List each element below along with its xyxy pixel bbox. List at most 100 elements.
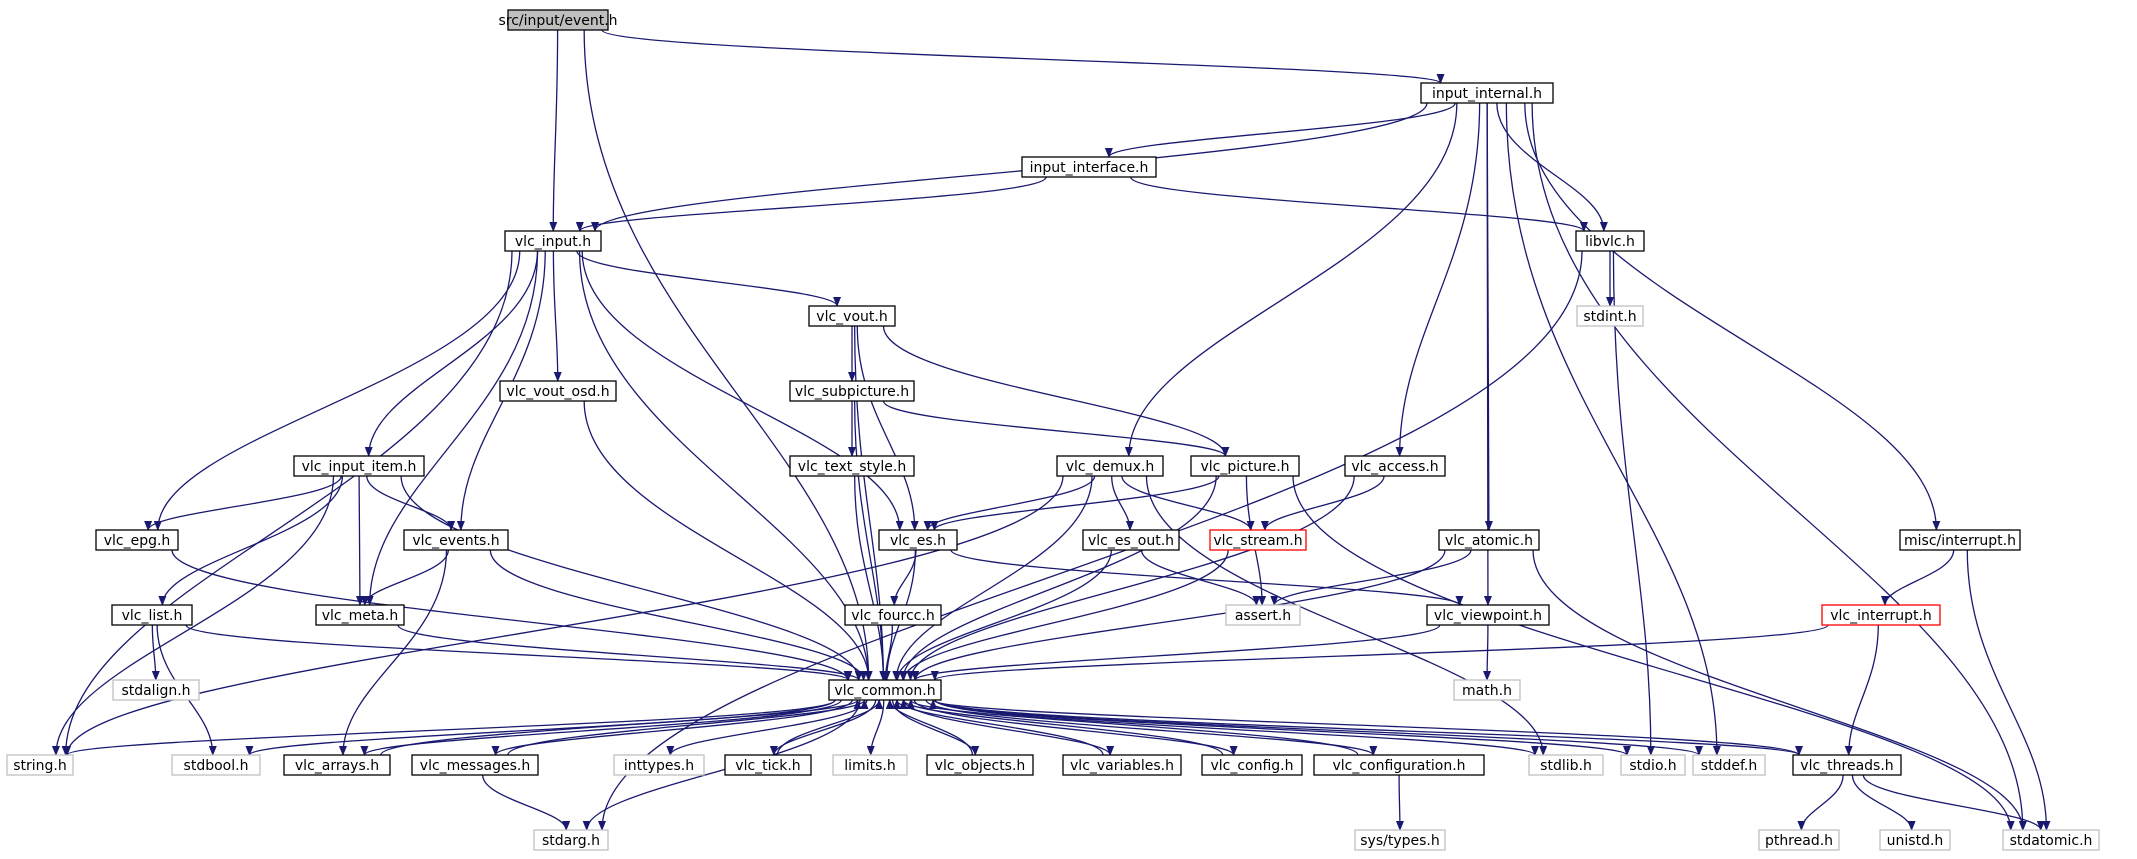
node-vlc_interrupt_h[interactable]: vlc_interrupt.h	[1821, 604, 1941, 626]
node-label-vlc_text_style_h: vlc_text_style.h	[798, 459, 906, 475]
node-box-limits_h	[832, 754, 908, 776]
node-box-vlc_events_h	[403, 529, 509, 551]
node-box-vlc_threads_h	[1792, 754, 1902, 776]
node-label-vlc_picture_h: vlc_picture.h	[1200, 459, 1289, 475]
node-vlc_text_style_h[interactable]: vlc_text_style.h	[789, 455, 915, 477]
node-vlc_fourcc_h[interactable]: vlc_fourcc.h	[844, 604, 942, 626]
node-label-vlc_demux_h: vlc_demux.h	[1066, 459, 1155, 475]
node-input_internal_h[interactable]: input_internal.h	[1420, 82, 1554, 104]
node-vlc_config_h[interactable]: vlc_config.h	[1201, 754, 1303, 776]
edge-vlc_common_h-to-vlc_arrays_h	[360, 699, 842, 756]
edge-vlc_common_h-to-vlc_messages_h	[491, 699, 853, 756]
edge-vlc_common_h-to-stdbool_h	[245, 699, 836, 756]
edge-input_internal_h-to-stdatomic_h	[1531, 102, 2027, 831]
node-vlc_es_h[interactable]: vlc_es.h	[878, 529, 958, 551]
edge-input_internal_h-to-libvlc_h	[1496, 102, 1608, 232]
node-vlc_arrays_h[interactable]: vlc_arrays.h	[283, 754, 391, 776]
node-vlc_subpicture_h[interactable]: vlc_subpicture.h	[789, 380, 915, 402]
node-vlc_objects_h[interactable]: vlc_objects.h	[926, 754, 1034, 776]
edge-vlc_events_h-to-vlc_arrays_h	[338, 549, 448, 756]
node-box-stddef_h	[1692, 754, 1766, 776]
node-vlc_messages_h[interactable]: vlc_messages.h	[411, 754, 539, 776]
node-label-vlc_events_h: vlc_events.h	[412, 533, 499, 549]
node-vlc_list_h[interactable]: vlc_list.h	[111, 604, 193, 626]
node-label-vlc_input_item_h: vlc_input_item.h	[302, 459, 417, 475]
edge-vlc_subpicture_h-to-vlc_common_h	[853, 400, 888, 681]
node-box-vlc_viewpoint_h	[1426, 604, 1550, 626]
node-label-pthread_h: pthread.h	[1765, 833, 1833, 849]
node-vlc_stream_h[interactable]: vlc_stream.h	[1209, 529, 1307, 551]
edge-vlc_common_h-to-string_h	[63, 699, 836, 756]
edge-vlc_objects_h-to-vlc_common_h	[885, 699, 974, 756]
edge-vlc_tick_h-to-vlc_common_h	[776, 699, 884, 756]
node-box-vlc_vout_h	[808, 305, 896, 327]
node-vlc_events_h[interactable]: vlc_events.h	[403, 529, 509, 551]
edge-vlc_messages_h-to-vlc_common_h	[507, 699, 869, 756]
node-label-libvlc_h: libvlc.h	[1585, 234, 1635, 250]
node-box-stdatomic_h	[2002, 829, 2100, 851]
node-event_h[interactable]: src/input/event.h	[498, 9, 618, 31]
node-vlc_vout_h[interactable]: vlc_vout.h	[808, 305, 896, 327]
edge-vlc_configuration_h-to-vlc_common_h	[906, 699, 1359, 756]
edge-vlc_vout_h-to-vlc_es_h	[856, 325, 919, 531]
edge-vlc_common_h-to-stdarg_h	[582, 699, 861, 831]
node-vlc_threads_h[interactable]: vlc_threads.h	[1792, 754, 1902, 776]
node-vlc_demux_h[interactable]: vlc_demux.h	[1056, 455, 1164, 477]
edge-input_interface_h-to-libvlc_h	[1130, 176, 1588, 232]
node-box-vlc_es_out_h	[1082, 529, 1180, 551]
node-label-vlc_atomic_h: vlc_atomic.h	[1445, 533, 1533, 549]
node-vlc_vout_osd_h[interactable]: vlc_vout_osd.h	[499, 380, 617, 402]
edge-vlc_input_item_h-to-vlc_meta_h	[355, 475, 364, 606]
node-vlc_input_h[interactable]: vlc_input.h	[504, 230, 602, 252]
node-input_interface_h[interactable]: input_interface.h	[1021, 156, 1157, 178]
node-vlc_atomic_h[interactable]: vlc_atomic.h	[1438, 529, 1540, 551]
node-limits_h: limits.h	[832, 754, 908, 776]
node-box-vlc_meta_h	[315, 604, 405, 626]
node-label-vlc_common_h: vlc_common.h	[834, 683, 935, 699]
node-label-stdatomic_h: stdatomic.h	[2010, 833, 2093, 849]
edge-vlc_meta_h-to-vlc_common_h	[397, 624, 863, 681]
node-vlc_epg_h[interactable]: vlc_epg.h	[95, 529, 179, 551]
edge-vlc_input_item_h-to-vlc_epg_h	[144, 475, 342, 531]
edge-vlc_es_out_h-to-vlc_common_h	[893, 549, 1112, 681]
edge-vlc_threads_h-to-stdatomic_h	[1862, 774, 2045, 831]
edge-vlc_fourcc_h-to-vlc_common_h	[881, 624, 894, 681]
node-vlc_variables_h[interactable]: vlc_variables.h	[1062, 754, 1182, 776]
node-stdio_h: stdio.h	[1620, 754, 1686, 776]
edge-vlc_demux_h-to-vlc_stream_h	[1121, 475, 1255, 531]
edge-vlc_common_h-to-limits_h	[866, 699, 885, 756]
edge-vlc_es_h-to-vlc_viewpoint_h	[950, 549, 1464, 606]
edge-vlc_access_h-to-vlc_stream_h	[1260, 475, 1385, 531]
node-inttypes_h: inttypes.h	[613, 754, 705, 776]
node-box-vlc_access_h	[1344, 455, 1446, 477]
node-box-vlc_configuration_h	[1313, 754, 1485, 776]
edge-vlc_vout_h-to-vlc_common_h	[853, 325, 888, 681]
edge-vlc_common_h-to-stddef_h	[934, 699, 1703, 756]
node-vlc_es_out_h[interactable]: vlc_es_out.h	[1082, 529, 1180, 551]
node-vlc_configuration_h[interactable]: vlc_configuration.h	[1313, 754, 1485, 776]
edge-vlc_vout_h-to-vlc_picture_h	[882, 325, 1230, 457]
edge-event_h-to-vlc_common_h	[583, 29, 873, 681]
node-stddef_h: stddef.h	[1692, 754, 1766, 776]
node-box-assert_h	[1225, 604, 1301, 626]
node-math_h: math.h	[1453, 679, 1521, 701]
node-vlc_meta_h[interactable]: vlc_meta.h	[315, 604, 405, 626]
edge-input_interface_h-to-vlc_input_h	[576, 176, 1047, 232]
node-label-vlc_subpicture_h: vlc_subpicture.h	[795, 384, 909, 400]
edge-input_internal_h-to-misc_interrupt_h	[1524, 102, 1941, 531]
node-vlc_picture_h[interactable]: vlc_picture.h	[1190, 455, 1300, 477]
node-vlc_access_h[interactable]: vlc_access.h	[1344, 455, 1446, 477]
edge-vlc_input_item_h-to-string_h	[51, 475, 335, 756]
node-label-vlc_configuration_h: vlc_configuration.h	[1332, 758, 1465, 774]
node-vlc_tick_h[interactable]: vlc_tick.h	[724, 754, 812, 776]
node-vlc_input_item_h[interactable]: vlc_input_item.h	[293, 455, 425, 477]
node-box-vlc_input_h	[504, 230, 602, 252]
node-box-stdio_h	[1620, 754, 1686, 776]
node-label-input_internal_h: input_internal.h	[1432, 86, 1542, 102]
node-vlc_common_h[interactable]: vlc_common.h	[828, 679, 942, 701]
node-box-input_internal_h	[1420, 82, 1554, 104]
node-misc_interrupt_h[interactable]: misc/interrupt.h	[1899, 529, 2021, 551]
node-vlc_viewpoint_h[interactable]: vlc_viewpoint.h	[1426, 604, 1550, 626]
node-stdarg_h: stdarg.h	[533, 829, 609, 851]
node-libvlc_h[interactable]: libvlc.h	[1575, 230, 1645, 252]
